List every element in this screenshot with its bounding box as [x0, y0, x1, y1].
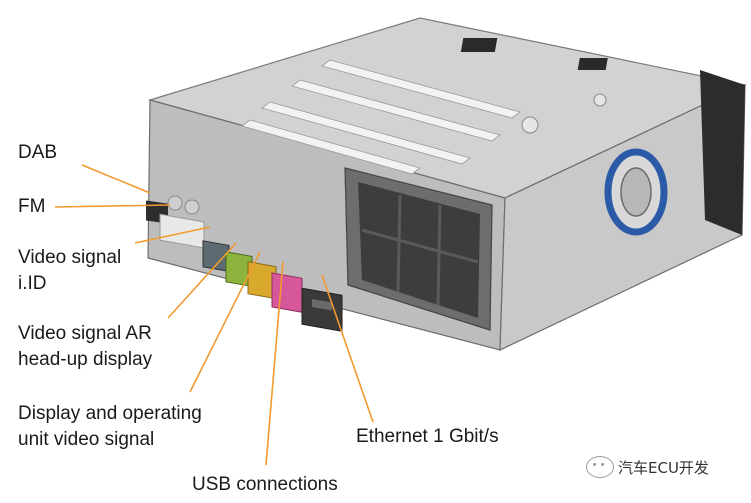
- label-fm: FM: [18, 196, 46, 217]
- wechat-icon: [586, 456, 614, 478]
- leader-dab: [81, 164, 151, 194]
- label-video-signal-ar-line1: Video signal AR: [18, 323, 152, 344]
- label-video-signal-id-line2: i.ID: [18, 273, 47, 294]
- watermark: 汽车ECU开发: [586, 456, 709, 478]
- label-video-signal-ar-line2: head-up display: [18, 349, 153, 370]
- leader-usb: [265, 261, 284, 466]
- label-usb: USB connections: [192, 474, 338, 495]
- fan-grille: [604, 148, 668, 236]
- leader-video-ar: [167, 242, 237, 319]
- label-display-operating-line1: Display and operating: [18, 403, 202, 424]
- label-dab: DAB: [18, 142, 58, 163]
- leader-display-video: [189, 251, 261, 393]
- connector-usb: [271, 272, 303, 313]
- watermark-text: 汽车ECU开发: [618, 458, 709, 477]
- label-display-operating-line2: unit video signal: [18, 429, 155, 450]
- label-video-signal-id-line1: Video signal: [18, 247, 122, 268]
- connector-dab-fm: [146, 195, 205, 249]
- connector-ethernet: [301, 287, 343, 332]
- leader-ethernet: [321, 274, 374, 423]
- leader-video-id: [134, 226, 211, 244]
- main-connector-block: [344, 167, 493, 331]
- leader-fm: [54, 204, 171, 208]
- leader-lines: [54, 164, 374, 466]
- label-ethernet: Ethernet 1 Gbit/s: [356, 426, 499, 447]
